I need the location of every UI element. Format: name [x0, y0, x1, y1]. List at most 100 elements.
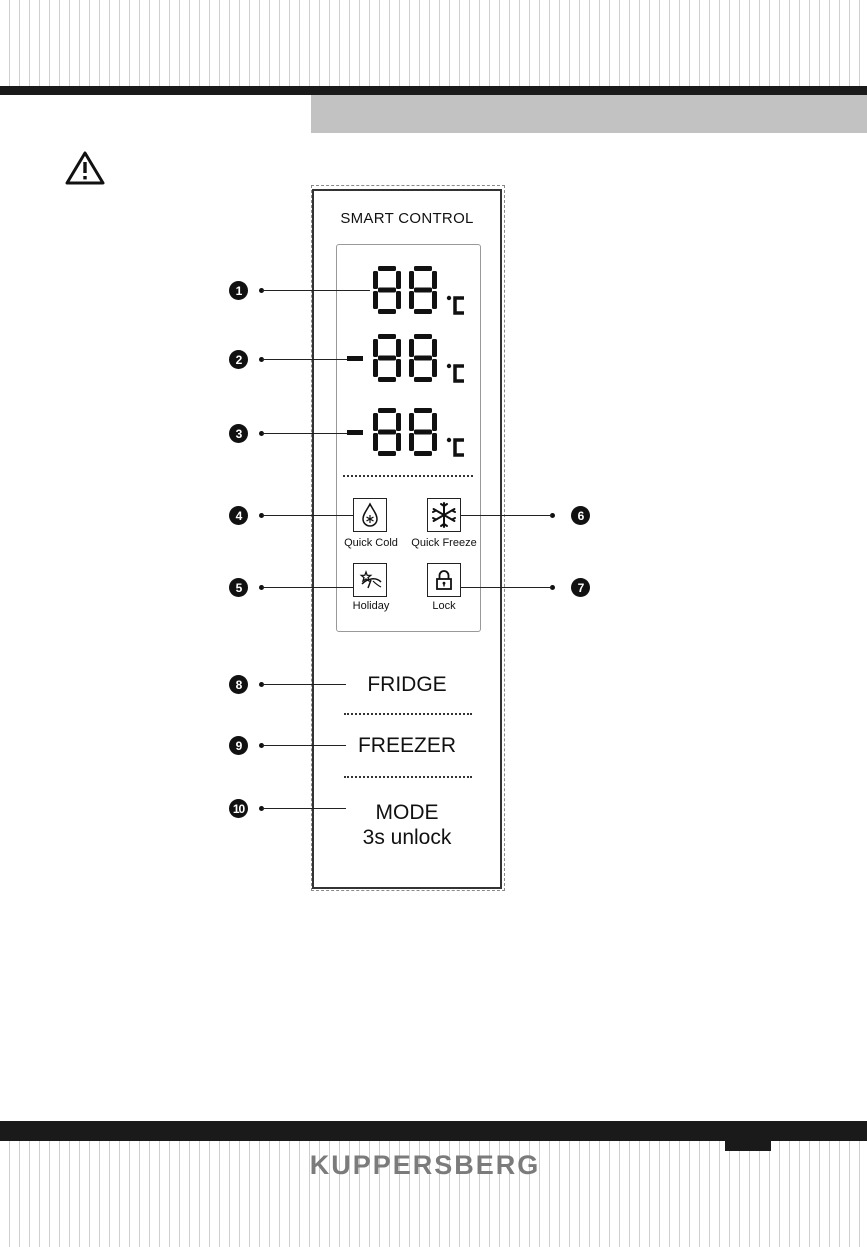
digit-segment [432, 339, 437, 357]
fridge-temp-display [373, 266, 464, 315]
digit-segment [396, 291, 401, 309]
minus-segment [347, 356, 363, 361]
digit-segment [432, 413, 437, 431]
leader-line [262, 684, 346, 685]
digit-segment [378, 266, 396, 271]
leader-dot [550, 585, 555, 590]
second-freezer-temp-display [347, 408, 464, 457]
digit-segment [373, 291, 378, 309]
header-stripes [0, 0, 867, 86]
holiday-label: Holiday [352, 600, 390, 612]
leader-dot [259, 357, 264, 362]
celsius-mark [453, 438, 464, 457]
callout-10: 10 [229, 799, 248, 818]
digit-segment [378, 451, 396, 456]
callout-1: 1 [229, 281, 248, 300]
leader-line [262, 587, 353, 588]
mode-unlock-label: 3s unlock [362, 826, 452, 849]
leader-dot [259, 288, 264, 293]
digit-segment [432, 433, 437, 451]
digit-segment [414, 334, 432, 339]
callout-7: 7 [571, 578, 590, 597]
degree-dot [446, 363, 452, 369]
snowflake-icon [432, 502, 456, 528]
quick-freeze-button[interactable] [427, 498, 461, 532]
degree-dot [446, 437, 452, 443]
digit-segment [378, 408, 396, 413]
button-divider [344, 776, 472, 778]
page-number-tab [725, 1139, 771, 1151]
brand-logo: KUPPERSBERG [309, 1150, 541, 1180]
lock-label: Lock [432, 600, 456, 612]
digit-segment [373, 413, 378, 431]
callout-5: 5 [229, 578, 248, 597]
celsius-mark [453, 364, 464, 383]
digit-segment [378, 287, 396, 293]
digit-segment [396, 359, 401, 377]
digit-segment [378, 377, 396, 382]
callout-6: 6 [571, 506, 590, 525]
digit-segment [414, 377, 432, 382]
digit-segment [378, 429, 396, 435]
callout-3: 3 [229, 424, 248, 443]
digit-segment [373, 433, 378, 451]
digit-segment [378, 355, 396, 361]
leader-dot [259, 513, 264, 518]
lock-icon [436, 570, 452, 590]
lock-button[interactable] [427, 563, 461, 597]
footer-rule [0, 1121, 867, 1141]
digit-segment [414, 355, 432, 361]
quick-freeze-label: Quick Freeze [411, 537, 477, 549]
quick-cold-button[interactable] [353, 498, 387, 532]
control-panel [312, 189, 502, 889]
leader-dot [259, 585, 264, 590]
digit-segment [378, 334, 396, 339]
leader-line [262, 515, 353, 516]
callout-4: 4 [229, 506, 248, 525]
digit-segment [396, 433, 401, 451]
digit-segment [373, 359, 378, 377]
digit-segment [409, 413, 414, 431]
panel-title: SMART CONTROL [340, 210, 474, 227]
panel-outline [311, 185, 505, 891]
leader-dot [550, 513, 555, 518]
callout-8: 8 [229, 675, 248, 694]
freezer-button[interactable]: FREEZER [357, 734, 456, 757]
digit-segment [414, 429, 432, 435]
digit-segment [409, 271, 414, 289]
freezer-temp-display [347, 334, 464, 383]
callout-2: 2 [229, 350, 248, 369]
callout-9: 9 [229, 736, 248, 755]
digit-segment [396, 339, 401, 357]
minus-segment [347, 430, 363, 435]
header-banner [311, 95, 867, 133]
fridge-button[interactable]: FRIDGE [367, 673, 447, 696]
digit-segment [378, 309, 396, 314]
leader-line [262, 433, 347, 434]
digit-segment [414, 408, 432, 413]
leader-line [262, 359, 347, 360]
celsius-mark [453, 296, 464, 315]
digit-segment [414, 287, 432, 293]
digit-segment [414, 266, 432, 271]
holiday-button[interactable] [353, 563, 387, 597]
leader-dot [259, 682, 264, 687]
leader-dot [259, 806, 264, 811]
display-area [336, 244, 481, 632]
warning-icon [65, 151, 105, 185]
drop-icon [362, 502, 378, 527]
holiday-icon [359, 570, 382, 589]
digit-segment [409, 359, 414, 377]
mode-button[interactable]: MODE 3s unlock [312, 800, 502, 850]
digit-segment [414, 309, 432, 314]
mode-button-label: MODE [375, 801, 439, 824]
digit-segment [396, 413, 401, 431]
leader-dot [259, 743, 264, 748]
digit-segment [432, 291, 437, 309]
digit-segment [432, 271, 437, 289]
digit-segment [432, 359, 437, 377]
digit-segment [414, 451, 432, 456]
leader-line [262, 290, 370, 291]
leader-line [262, 745, 346, 746]
digit-segment [409, 291, 414, 309]
